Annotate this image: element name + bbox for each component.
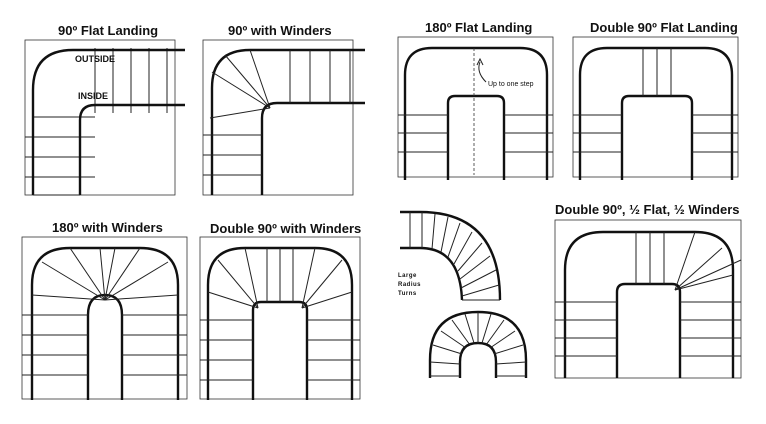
panel-180-with-winders: 180º with Winders <box>21 220 188 400</box>
title-double-90-half-flat-half-winders: Double 90º, ½ Flat, ½ Winders <box>555 202 740 217</box>
inside-stringer <box>446 94 506 180</box>
panel-frame <box>554 219 742 379</box>
inside-stringer <box>615 282 682 378</box>
title-180-with-winders: 180º with Winders <box>52 220 163 235</box>
outside-stringer <box>563 230 735 378</box>
panel-frame <box>21 236 188 400</box>
panel-90-with-winders: 90º with Winders <box>202 23 365 196</box>
title-double-90-with-winders: Double 90º with Winders <box>210 221 361 236</box>
inside-stringer <box>260 101 365 195</box>
panel-90-flat-landing: 90º Flat Landing OUTSIDE INSIDE <box>24 23 185 196</box>
panel-180-flat-landing: 180º Flat Landing Up to one step <box>397 20 554 180</box>
title-90-with-winders: 90º with Winders <box>228 23 332 38</box>
outside-stringer <box>210 48 365 195</box>
note-up-to-one-step: Up to one step <box>488 81 534 88</box>
panel-large-radius-turns: Large Radius Turns <box>398 210 528 378</box>
outside-stringer <box>31 48 185 195</box>
large-radius-label-line-2: Radius <box>398 282 421 288</box>
panel-double-90-half-flat-half-winders: Double 90º, ½ Flat, ½ Winders <box>554 202 742 379</box>
panel-frame <box>397 36 554 178</box>
panel-frame <box>572 36 739 178</box>
panel-double-90-with-winders: Double 90º with Winders <box>199 221 361 400</box>
semicircle-stringer-inner <box>458 341 498 378</box>
panel-frame <box>24 39 176 196</box>
curved-stringer-outer <box>400 210 502 301</box>
inside-label: INSIDE <box>78 91 108 101</box>
inside-stringer <box>78 103 185 195</box>
inside-stringer <box>86 293 124 400</box>
large-radius-label-line-3: Turns <box>398 291 417 297</box>
title-180-flat-landing: 180º Flat Landing <box>425 20 532 35</box>
panel-frame <box>202 39 354 196</box>
inside-stringer <box>251 300 309 400</box>
panel-double-90-flat-landing: Double 90º Flat Landing <box>572 20 739 180</box>
outside-stringer <box>578 46 734 180</box>
title-double-90-flat-landing: Double 90º Flat Landing <box>590 20 738 35</box>
note-arrow <box>478 61 487 83</box>
outside-stringer <box>403 46 549 180</box>
outside-stringer <box>30 246 180 400</box>
outside-label: OUTSIDE <box>75 54 115 64</box>
title-90-flat-landing: 90º Flat Landing <box>58 23 158 38</box>
panel-frame <box>199 236 361 400</box>
large-radius-label-line-1: Large <box>398 273 417 279</box>
curved-stringer-inner <box>400 246 464 301</box>
inside-stringer <box>620 94 694 180</box>
